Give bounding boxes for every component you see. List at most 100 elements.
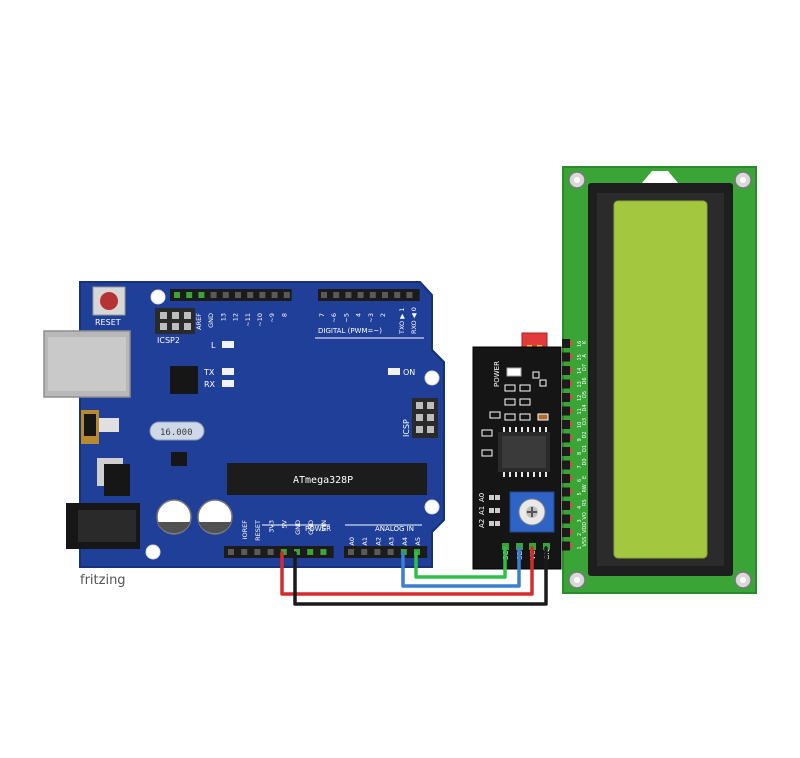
digital-pin-label: 8 [280, 313, 288, 317]
lcd-pin-number: 9 [577, 438, 583, 441]
digital-pin [271, 292, 278, 298]
power-pin [254, 549, 261, 555]
rxo-label: RXO ◀ 0 [410, 307, 418, 334]
led-l-label: L [211, 341, 216, 350]
digital-pin-label: ~5 [342, 313, 350, 323]
power-pin [307, 549, 314, 555]
power-pin [280, 549, 287, 555]
lcd-pin-name: RS [582, 499, 588, 506]
digital-pin-label: ~3 [367, 313, 375, 323]
i2c-a1-label: A1 [478, 506, 486, 515]
wire-a4-to-sda [401, 546, 521, 588]
power-pin [267, 549, 274, 555]
reset-label: RESET [95, 318, 121, 327]
digital-pin-label: GND [207, 313, 215, 328]
analog-pin-label: A5 [414, 537, 422, 546]
contrast-potentiometer[interactable] [509, 491, 555, 533]
digital-label: DIGITAL (PWM=~) [318, 327, 382, 335]
power-pin-label: IOREF [241, 520, 249, 540]
digital-pin [283, 292, 290, 298]
icsp-label: ICSP [402, 419, 411, 437]
digital-pin-label: AREF [195, 313, 203, 330]
analog-label: ANALOG IN [375, 525, 414, 533]
analog-pin [361, 549, 368, 555]
atmega-chip [227, 463, 427, 495]
lcd-pin-number: 5 [577, 492, 583, 495]
lcd-pin-name: K [582, 340, 588, 344]
lcd-pin-name: D4 [582, 404, 588, 411]
analog-pin-label: A3 [388, 537, 396, 546]
icsp2-header [155, 308, 195, 334]
lcd-pin-number: 10 [577, 422, 583, 428]
lcd-pin-number: 6 [577, 479, 583, 482]
analog-pin [374, 549, 381, 555]
arduino-uno: RESET ICSP 2 16.000 ATmega328P [43, 281, 445, 568]
lcd-pin-number: 2 [577, 533, 583, 536]
power-pin [228, 549, 234, 555]
analog-pin-label: A0 [348, 537, 356, 546]
lcd-pin-name: VSS [582, 537, 588, 547]
txo-label: TXO ▶ 1 [398, 308, 406, 335]
i2c-led-label: LED [547, 338, 555, 352]
led-on [388, 368, 400, 375]
lcd-pin-name: D1 [582, 445, 588, 452]
lcd-pin-number: 8 [577, 452, 583, 455]
digital-pin-label: ~10 [256, 313, 264, 327]
led-tx-label: TX [203, 368, 215, 377]
lcd-pin-name: D0 [582, 458, 588, 465]
reset-button[interactable] [92, 286, 126, 316]
digital-pin-label: 4 [355, 313, 363, 317]
led-on-label: ON [403, 368, 415, 377]
digital-pin-label: 12 [232, 313, 240, 321]
lcd-pin-number: 12 [577, 395, 583, 401]
digital-pin [247, 292, 254, 298]
analog-pin [387, 549, 394, 555]
i2c-power-label: POWER [493, 361, 501, 387]
i2c-a0-label: A0 [478, 493, 486, 502]
wire-a5-to-scl [414, 546, 507, 579]
icsp-header [412, 398, 438, 438]
i2c-smd-components [481, 371, 547, 457]
lcd-pin-name: D5 [582, 391, 588, 398]
lcd-pin-number: 7 [577, 465, 583, 468]
lcd-pin-name: E [582, 476, 588, 479]
digital-pin [235, 292, 241, 298]
digital-pin-label: 2 [379, 313, 387, 317]
digital-pin-label: 13 [219, 313, 227, 321]
digital-pin-label: ~9 [268, 313, 276, 323]
lcd-pin-number: 11 [577, 408, 583, 414]
power-pin-label: GND [307, 520, 315, 535]
chip-label: ATmega328P [293, 475, 353, 486]
lcd-pin-number: 14 [577, 368, 583, 374]
digital-pin [198, 292, 205, 298]
power-pin-label: 5V [281, 519, 289, 528]
lcd-pin-name: A [582, 354, 588, 358]
lcd-bezel-notch [642, 171, 678, 183]
power-pin [320, 549, 327, 555]
power-pin-label: GND [294, 520, 302, 535]
crystal-label: 16.000 [160, 428, 193, 438]
analog-pin-label: A1 [361, 537, 369, 546]
digital-pin-label: ~11 [244, 313, 252, 327]
wires [280, 546, 548, 606]
lcd-pin-name: RW [582, 484, 588, 492]
power-pin-label: VIN [320, 520, 328, 531]
power-pin [294, 549, 300, 555]
lcd-pin-number: 4 [577, 506, 583, 509]
lcd-pin-number: 1 [577, 546, 583, 549]
digital-pin [259, 292, 266, 298]
analog-pin-label: A2 [374, 537, 382, 546]
digital-pin [186, 292, 193, 298]
i2c-expander-chip [498, 427, 550, 477]
digital-pin-label: 7 [318, 313, 326, 317]
lcd-pin-number: 15 [577, 354, 583, 360]
led-l [222, 341, 234, 348]
lcd-pin-name: D7 [582, 364, 588, 371]
lcd-pin-name: D6 [582, 377, 588, 384]
lcd-pin-name: D2 [582, 431, 588, 438]
i2c-backpack: LED POWER [472, 332, 570, 570]
i2c-power-led [506, 367, 522, 377]
led-rx [222, 380, 234, 387]
